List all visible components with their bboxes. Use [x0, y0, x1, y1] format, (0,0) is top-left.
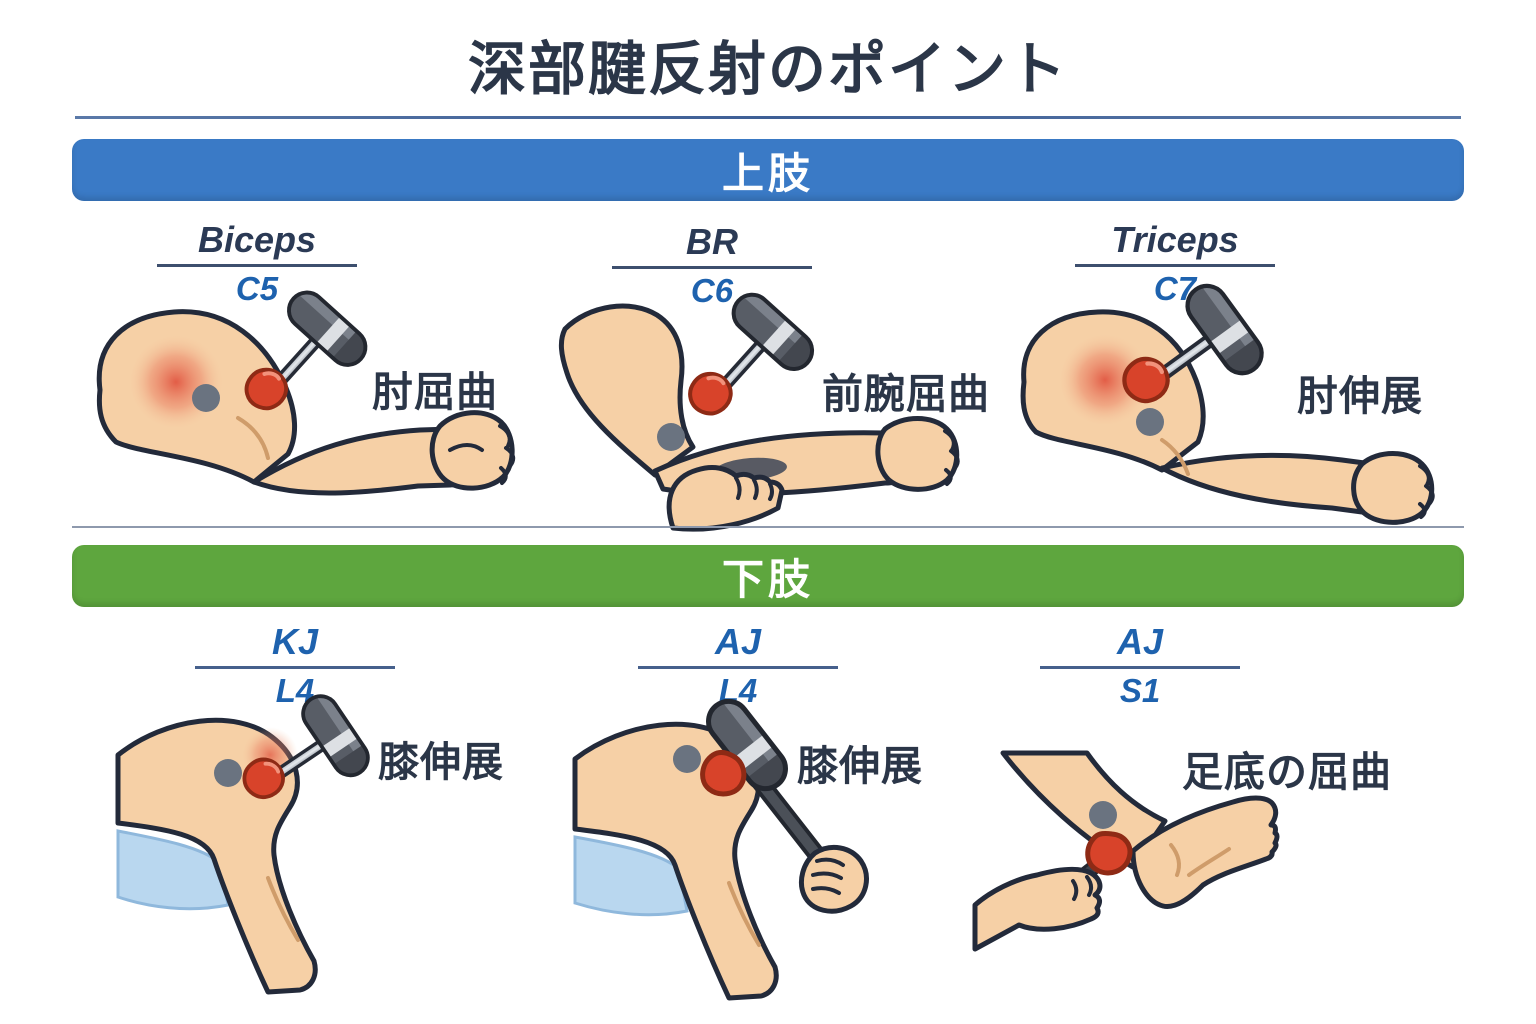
tendon-marker-dot	[214, 759, 242, 787]
examiner-hand	[666, 465, 785, 532]
nerve-root-level: C6	[690, 271, 734, 309]
reflex-abbr: Biceps	[197, 219, 317, 260]
cloth-under-thigh	[116, 829, 230, 911]
hammer-head	[700, 693, 794, 797]
response-forearm-flexion: 前腕屈曲	[822, 371, 990, 417]
biceps-reflex-illustration	[88, 298, 518, 528]
lower-limb-section-header: 下肢	[72, 545, 1464, 607]
label-divider	[638, 665, 838, 669]
nerve-root-level: C5	[235, 269, 279, 307]
triceps-reflex-label: Triceps C7	[1065, 220, 1285, 308]
cloth-under-thigh	[573, 835, 689, 917]
nerve-root-level: S1	[1119, 671, 1161, 709]
page-title: 深部腱反射のポイント	[467, 37, 1068, 102]
shin-crease	[727, 881, 761, 947]
label-divider	[195, 665, 395, 669]
reflex-abbr: KJ	[271, 621, 319, 662]
examiner-finger-lines	[1071, 875, 1094, 901]
ankle-jerk-s1-label: AJ S1	[1030, 622, 1250, 710]
elbow-crease	[236, 416, 270, 460]
br-reflex-label: BR C6	[602, 222, 822, 310]
label-divider	[612, 265, 812, 269]
hammer-tip-red	[700, 750, 747, 797]
upper-limb-label: 上肢	[721, 149, 814, 197]
examiner-finger-lines	[734, 476, 774, 501]
brachioradialis-reflex-illustration	[555, 293, 995, 532]
foot-shape	[1130, 795, 1280, 910]
lower-limb-label: 下肢	[721, 555, 814, 603]
response-knee-extension-2: 膝伸展	[797, 743, 923, 789]
fist-knuckle-lines	[943, 429, 960, 486]
tendon-marker-dot	[657, 423, 685, 451]
examiner-hand	[972, 866, 1103, 952]
reflex-abbr: AJ	[714, 621, 762, 662]
fist-knuckle-lines	[1418, 464, 1435, 519]
triceps-reflex-illustration	[1010, 298, 1465, 528]
reflex-abbr: BR	[686, 221, 738, 262]
fist-shape	[875, 416, 960, 492]
reflex-abbr: AJ	[1116, 621, 1164, 662]
label-divider	[1075, 263, 1275, 267]
knee-jerk-illustration	[115, 693, 548, 995]
label-divider	[1040, 665, 1240, 669]
fist-shape	[1351, 451, 1435, 525]
response-elbow-flexion: 肘屈曲	[372, 369, 498, 415]
tendon-marker-dot	[1136, 408, 1164, 436]
title-underline	[75, 116, 1461, 119]
response-elbow-extension: 肘伸展	[1297, 373, 1423, 419]
response-knee-extension-1: 膝伸展	[378, 739, 504, 785]
red-flush-biceps	[129, 335, 223, 429]
upper-limb-section-header: 上肢	[72, 139, 1464, 201]
fist-shape	[429, 410, 515, 491]
biceps-reflex-label: Biceps C5	[147, 220, 367, 308]
reflex-abbr: Triceps	[1111, 219, 1239, 260]
fist-knuckle-lines	[448, 424, 516, 485]
shin-crease	[266, 876, 300, 942]
red-flush-triceps	[1059, 334, 1151, 426]
hammer-tip-red	[1085, 830, 1133, 876]
reflex-hammer-icon	[666, 287, 819, 443]
tendon-marker-dot	[192, 384, 220, 412]
examiner-finger-lines	[811, 857, 845, 895]
ankle-arch-lines	[1169, 843, 1231, 877]
examiner-hand	[799, 844, 869, 914]
tendon-marker-dot	[673, 745, 701, 773]
knee-held-hammer-illustration	[572, 693, 1005, 1003]
label-divider	[157, 263, 357, 267]
tendon-marker-dot	[1089, 801, 1117, 829]
section-divider	[72, 526, 1464, 528]
ankle-jerk-illustration	[972, 750, 1445, 1018]
response-plantar-flexion: 足底の屈曲	[1182, 749, 1392, 795]
elbow-crease	[1160, 438, 1190, 476]
